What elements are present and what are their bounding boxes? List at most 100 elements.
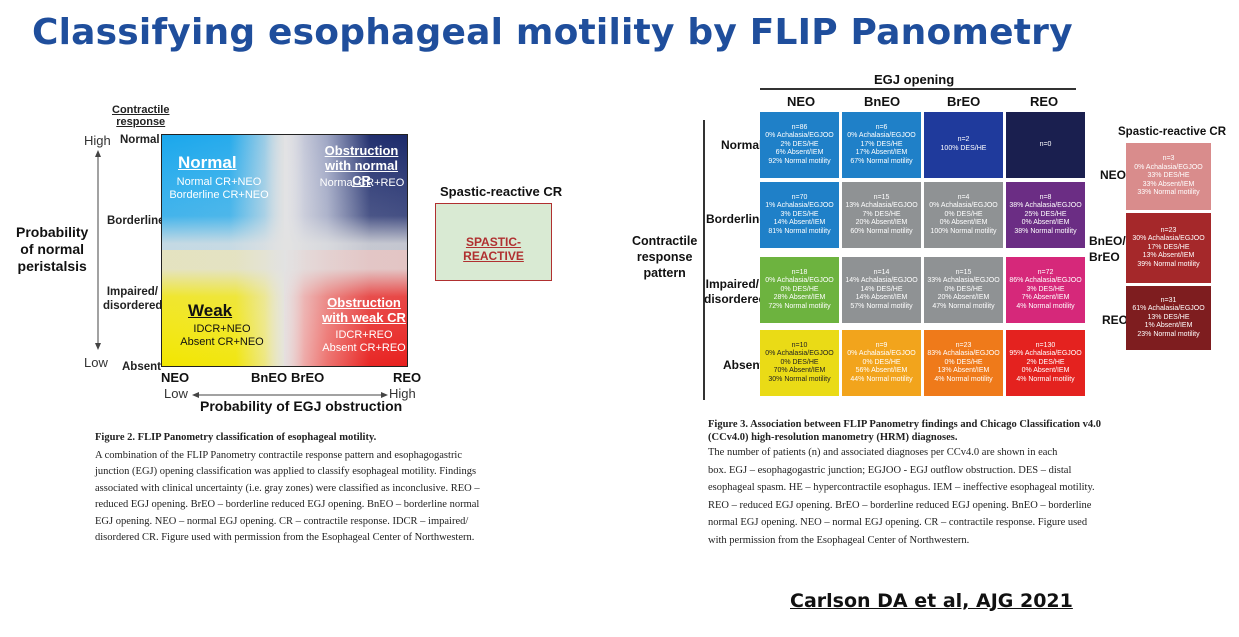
- caption-line: esophageal spasm. HE – hypercontractile …: [708, 482, 1095, 494]
- cell-text-line: 33% Absent/IEM: [1142, 180, 1195, 188]
- column-header-reo: REO: [1030, 94, 1059, 109]
- spastic-reactive-box: SPASTIC-REACTIVE: [435, 203, 552, 281]
- cell-text-line: n=70: [791, 193, 808, 201]
- cell-text-line: n=14: [873, 268, 890, 276]
- cell-text-line: 30% Normal motility: [768, 375, 831, 383]
- quadrant-sub-line: IDCR+REO: [335, 329, 393, 341]
- caption-line: normal EGJ opening. NEO – normal EGJ ope…: [708, 517, 1088, 529]
- cell-text-line: 6% Absent/IEM: [775, 149, 824, 157]
- citation: Carlson DA et al, AJG 2021: [790, 590, 1073, 612]
- quadrant-normal-sub: Normal CR+NEO Borderline CR+NEO: [164, 176, 274, 202]
- caption-title-line: (CCv4.0) high-resolution manometry (HRM)…: [708, 432, 958, 443]
- cell-text-line: 13% DES/HE: [1147, 313, 1190, 321]
- cell-text-line: 0% DES/HE: [780, 285, 819, 293]
- row-label-normal: Normal: [721, 138, 763, 152]
- cell-text-line: 23% Normal motility: [1137, 330, 1200, 338]
- row-header-line: pattern: [643, 266, 686, 280]
- cell-text-line: 0% DES/HE: [944, 285, 983, 293]
- cell-text-line: 83% Achalasia/EGJOO: [927, 350, 1000, 358]
- spastic-row-label-reo: REO: [1102, 313, 1129, 327]
- cell-text-line: 14% Achalasia/EGJOO: [845, 277, 918, 285]
- y-axis-header: Contractile response: [112, 104, 169, 128]
- cell-text-line: n=9: [875, 341, 888, 349]
- cell-text-line: 0% DES/HE: [780, 358, 819, 366]
- cell-text-line: n=4: [957, 193, 970, 201]
- cell-text-line: 13% Absent/IEM: [1142, 252, 1195, 260]
- cell-text-line: n=130: [1035, 341, 1056, 349]
- cell-text-line: n=72: [1037, 268, 1054, 276]
- cell-text-line: n=23: [955, 341, 972, 349]
- cell-text-line: 57% Normal motility: [850, 302, 913, 310]
- slide-title: Classifying esophageal motility by FLIP …: [32, 12, 1073, 53]
- caption-line: A combination of the FLIP Panometry cont…: [95, 449, 463, 461]
- quadrant-sub-line: Borderline CR+NEO: [169, 189, 269, 201]
- y-axis-label-line: of normal: [20, 241, 85, 257]
- row-label-absent: Absent: [723, 358, 764, 372]
- caption-line: junction (EGJ) opening classification wa…: [95, 466, 477, 477]
- row-label-line: Impaired/: [705, 277, 759, 291]
- cell-text-line: 20% Absent/IEM: [937, 294, 990, 302]
- caption-line: associated with clinical uncertainty (i.…: [95, 482, 480, 494]
- quadrant-normal-title: Normal: [178, 153, 237, 172]
- y-tick-line: Impaired/: [106, 286, 158, 298]
- cell-text-line: 14% Absent/IEM: [855, 294, 908, 302]
- row-label-impaired: Impaired/ disordered: [704, 277, 766, 307]
- grid-gradient-background: [162, 135, 407, 366]
- cell-text-line: 1% Achalasia/EGJOO: [765, 202, 834, 210]
- cell-text-line: 67% Normal motility: [850, 157, 913, 165]
- cell-text-line: 47% Normal motility: [932, 302, 995, 310]
- quadrant-sub-line: Normal CR+NEO: [176, 176, 262, 188]
- cell-text-line: 0% DES/HE: [944, 210, 983, 218]
- cell-text-line: 72% Normal motility: [768, 302, 831, 310]
- x-high-label: High: [389, 386, 416, 401]
- cell-text-line: 14% Absent/IEM: [773, 219, 826, 227]
- cell-text-line: 4% Normal motility: [934, 375, 993, 383]
- cell-text-line: 1% Absent/IEM: [1144, 322, 1193, 330]
- cell-text-line: 38% Normal motility: [1014, 227, 1077, 235]
- caption-line: disordered CR. Figure used with permissi…: [95, 532, 475, 543]
- cell-text-line: 0% Achalasia/EGJOO: [847, 132, 916, 140]
- cell-text-line: n=2: [957, 136, 970, 144]
- row-header-line: response: [636, 250, 693, 264]
- x-low-label: Low: [164, 386, 188, 401]
- cell-text-line: n=10: [791, 341, 808, 349]
- quadrant-sub-line: Absent CR+REO: [322, 342, 406, 354]
- egj-header-rule: [760, 88, 1076, 90]
- x-tick-breo: BrEO: [291, 370, 325, 385]
- grid-cell: n=0: [1006, 112, 1085, 178]
- caption-line: The number of patients (n) and associate…: [708, 447, 1058, 458]
- cell-text-line: 100% Normal motility: [930, 227, 997, 235]
- spastic-row-label-bneo-breo: BnEO/ BrEO: [1089, 233, 1126, 265]
- cell-text-line: 0% Achalasia/EGJOO: [847, 350, 916, 358]
- x-tick-neo: NEO: [161, 370, 190, 385]
- cell-text-line: 33% Achalasia/EGJOO: [927, 277, 1000, 285]
- cell-text-line: 0% Absent/IEM: [1021, 219, 1070, 227]
- cell-text-line: 13% Achalasia/EGJOO: [845, 202, 918, 210]
- cell-text-line: 20% Absent/IEM: [855, 219, 908, 227]
- y-direction-arrow: [95, 150, 101, 350]
- cell-text-line: 61% Achalasia/EGJOO: [1132, 305, 1205, 313]
- y-tick-impaired: Impaired/ disordered: [103, 285, 163, 313]
- cell-text-line: 0% DES/HE: [862, 358, 901, 366]
- column-header-breo: BrEO: [947, 94, 981, 109]
- figure-2-caption: Figure 2. FLIP Panometry classification …: [95, 430, 495, 547]
- cell-text-line: 3% DES/HE: [780, 210, 819, 218]
- quadrant-sub-line: Absent CR+NEO: [180, 336, 264, 348]
- y-axis-header-line: response: [116, 116, 166, 128]
- quadrant-title-line: with weak CR: [322, 310, 406, 325]
- cell-text-line: 2% DES/HE: [780, 140, 819, 148]
- cell-text-line: 25% DES/HE: [1024, 210, 1067, 218]
- y-tick-line: disordered: [103, 300, 163, 312]
- quadrant-obstruction-normal-title: Obstruction with normal CR: [314, 143, 407, 188]
- spastic-row-label-neo: NEO: [1100, 168, 1127, 182]
